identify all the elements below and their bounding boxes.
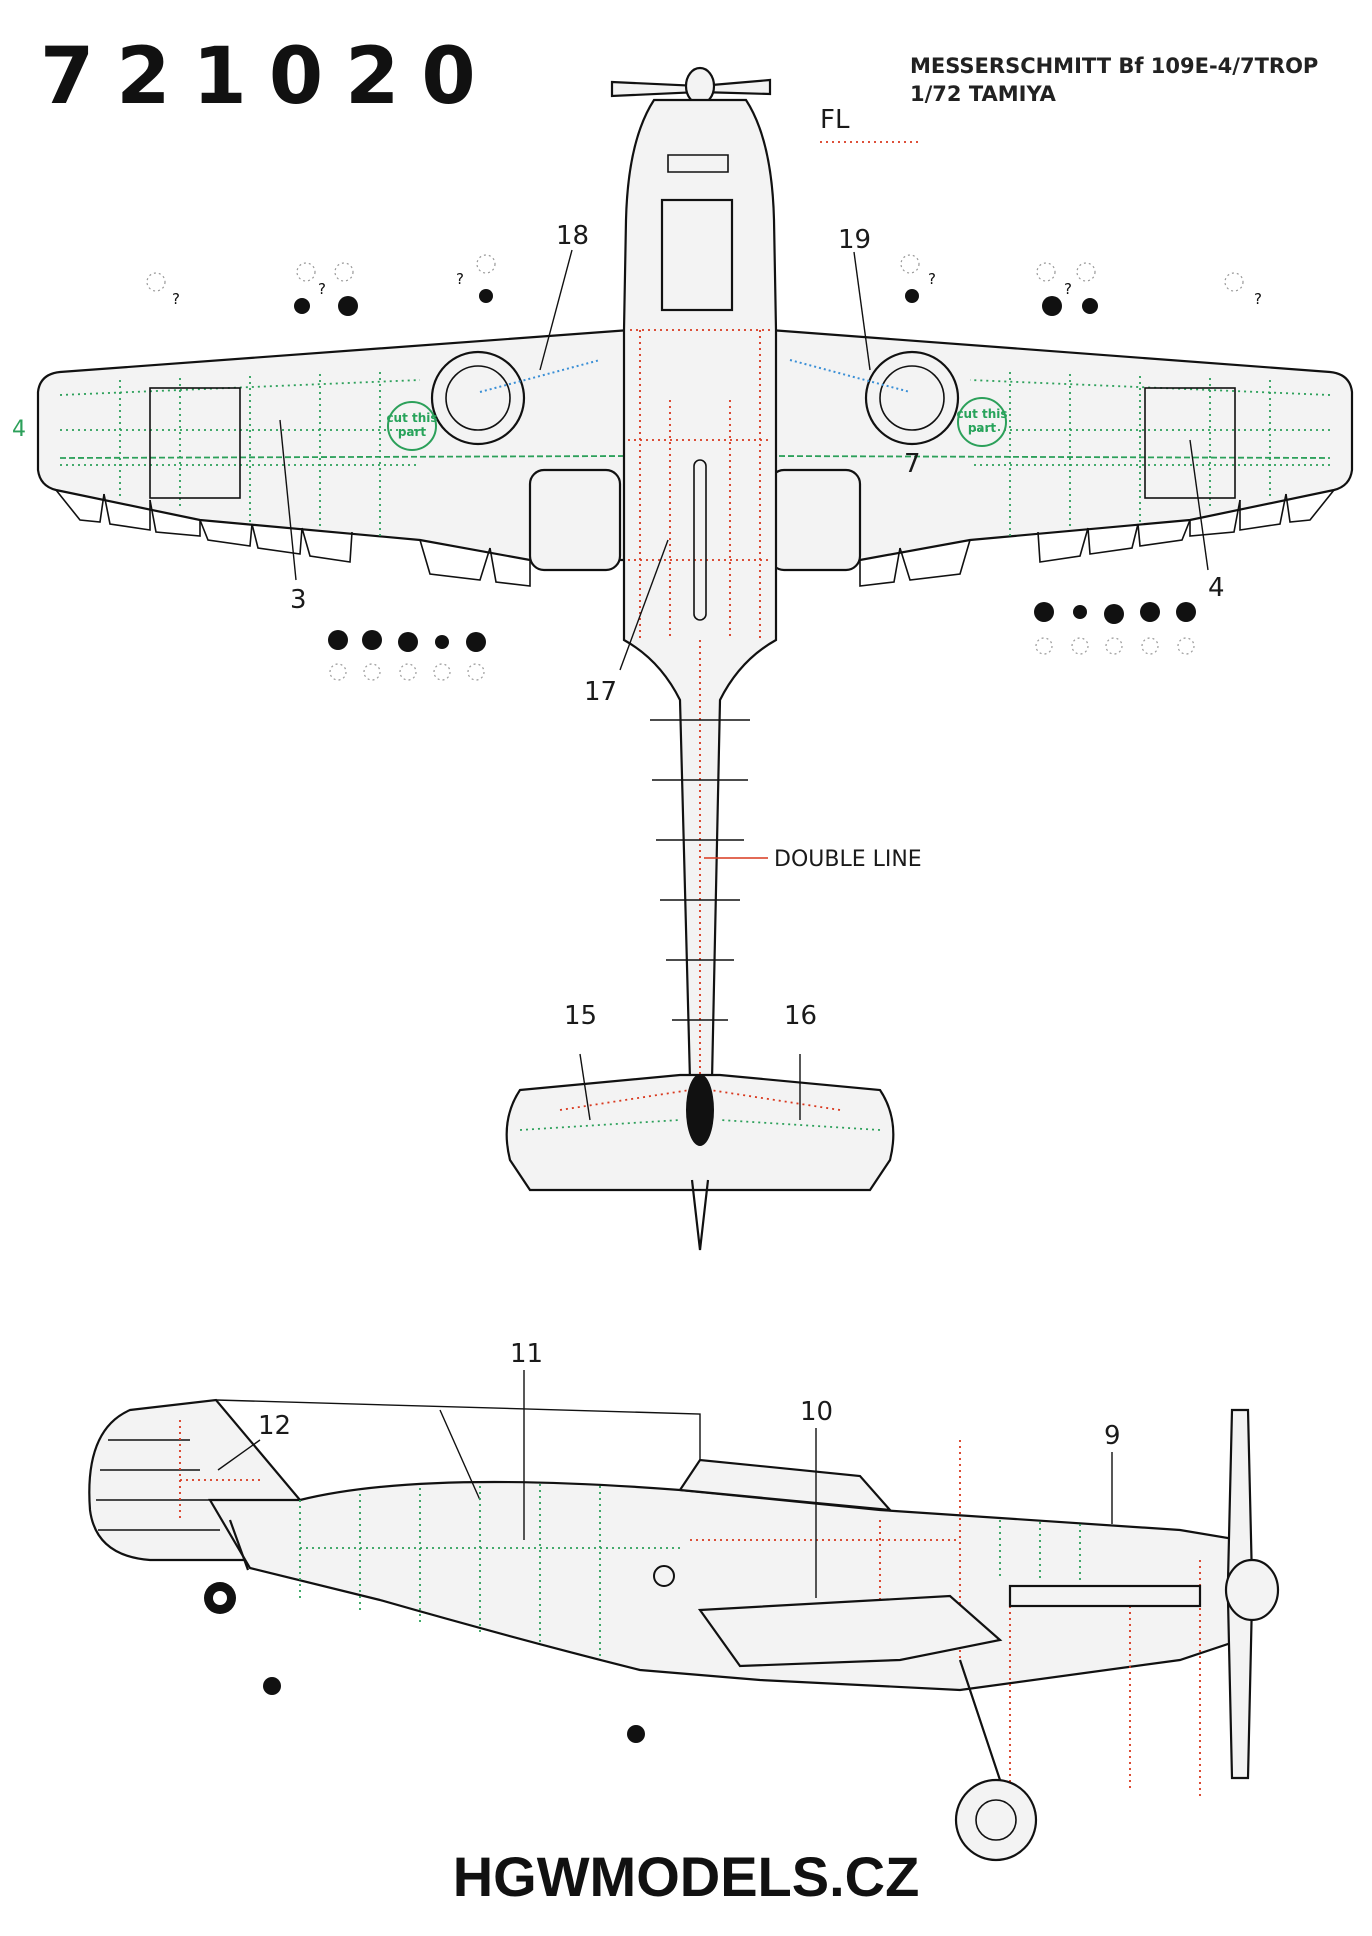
canopy-top [660,198,734,312]
exhaust-row [1008,1584,1202,1608]
side-panel-lines-red [690,1440,1201,1800]
label-part-7: 7 [904,449,921,479]
tail-wheel-top [686,1074,714,1146]
question-mark: ? [318,280,326,298]
dot-marker [1042,296,1062,316]
leader-19 [853,251,871,371]
label-part-18: 18 [556,221,589,251]
model-scale: 1/72 TAMIYA [910,82,1056,106]
cut-marker-right: cut this part [956,397,1008,447]
label-part-17: 17 [584,677,617,707]
leader-17 [619,539,669,671]
leader-3 [279,419,297,581]
canopy-side [678,1458,893,1512]
radiator-right [768,468,862,572]
main-gear-leg [958,1659,1002,1781]
dot-marker-side [263,1677,281,1695]
wing-side [697,1594,1003,1668]
side-panel-lines-green [299,1484,1081,1660]
spinner [684,66,716,106]
cut-marker-left-text: cut this [386,411,437,425]
wheel-well-left [430,350,601,446]
cut-marker-right-part: part [968,421,997,435]
spinner-side [1224,1558,1280,1622]
main-wheel [954,1778,1038,1862]
side-view: 11 10 9 12 [88,1339,1280,1862]
top-view: cut this part cut this part [12,66,1354,1251]
question-mark: ? [172,290,180,308]
radiator-left [528,468,622,572]
question-mark: ? [928,270,936,288]
question-mark: ? [456,270,464,288]
propeller-upper [1226,1408,1254,1582]
fuselage-double-line [628,329,772,1080]
trailing-edge-segments-right [859,489,1335,587]
antenna-wire [215,1399,701,1460]
leader-15 [579,1053,591,1121]
fuselage-frames [650,719,750,1021]
dot-marker [479,289,493,303]
question-mark: ? [1064,280,1072,298]
dot-marker [905,289,919,303]
label-4-edge: 4 [12,417,26,442]
label-part-4: 4 [1208,573,1225,603]
label-part-11: 11 [510,1339,543,1369]
dot-marker [294,298,310,314]
trailing-edge-segments-left [55,489,531,587]
dot-decal-row-right [1034,602,1196,655]
label-part-12: 12 [258,1411,291,1441]
question-mark: ? [1254,290,1262,308]
dot-marker [338,296,358,316]
label-part-9: 9 [1104,1421,1121,1451]
cut-marker-left-part: part [398,425,427,439]
model-info: MESSERSCHMITT Bf 109E-4/7TROP 1/72 TAMIY… [910,54,1318,106]
belly-antenna [693,459,707,621]
dot-marker-side [627,1725,645,1743]
tail-strut-right [709,1089,841,1111]
cut-marker-left: cut this part [386,401,438,451]
rudder-top [690,1179,710,1251]
fl-label: FL [820,105,850,135]
brand-footer: HGWMODELS.CZ [452,1845,920,1908]
label-double-line: DOUBLE LINE [774,847,922,872]
propeller-lower [1226,1598,1254,1780]
dot-marker [1082,298,1098,314]
dot-decal-row-left [328,630,486,681]
label-part-15: 15 [564,1001,597,1031]
wheel-well-right [789,350,960,446]
label-part-10: 10 [800,1397,833,1427]
leader-18 [539,249,573,371]
tail-gear-leg [228,1519,250,1571]
label-part-3: 3 [290,585,307,615]
fuel-filler [653,1565,675,1587]
wing-hatch-right [1144,387,1236,499]
leader-12 [217,1439,261,1471]
product-code: 721020 [40,32,498,122]
tail-strut-left [559,1089,691,1111]
model-title: MESSERSCHMITT Bf 109E-4/7TROP [910,54,1319,78]
cut-marker-right-text: cut this [956,407,1007,421]
leader-4 [1189,439,1209,571]
label-part-16: 16 [784,1001,817,1031]
wing-hatch-left [149,387,241,499]
roundel-guides: ? ? ? ? ? ? [146,254,1262,316]
cowl-intake [667,154,729,173]
label-part-19: 19 [838,225,871,255]
